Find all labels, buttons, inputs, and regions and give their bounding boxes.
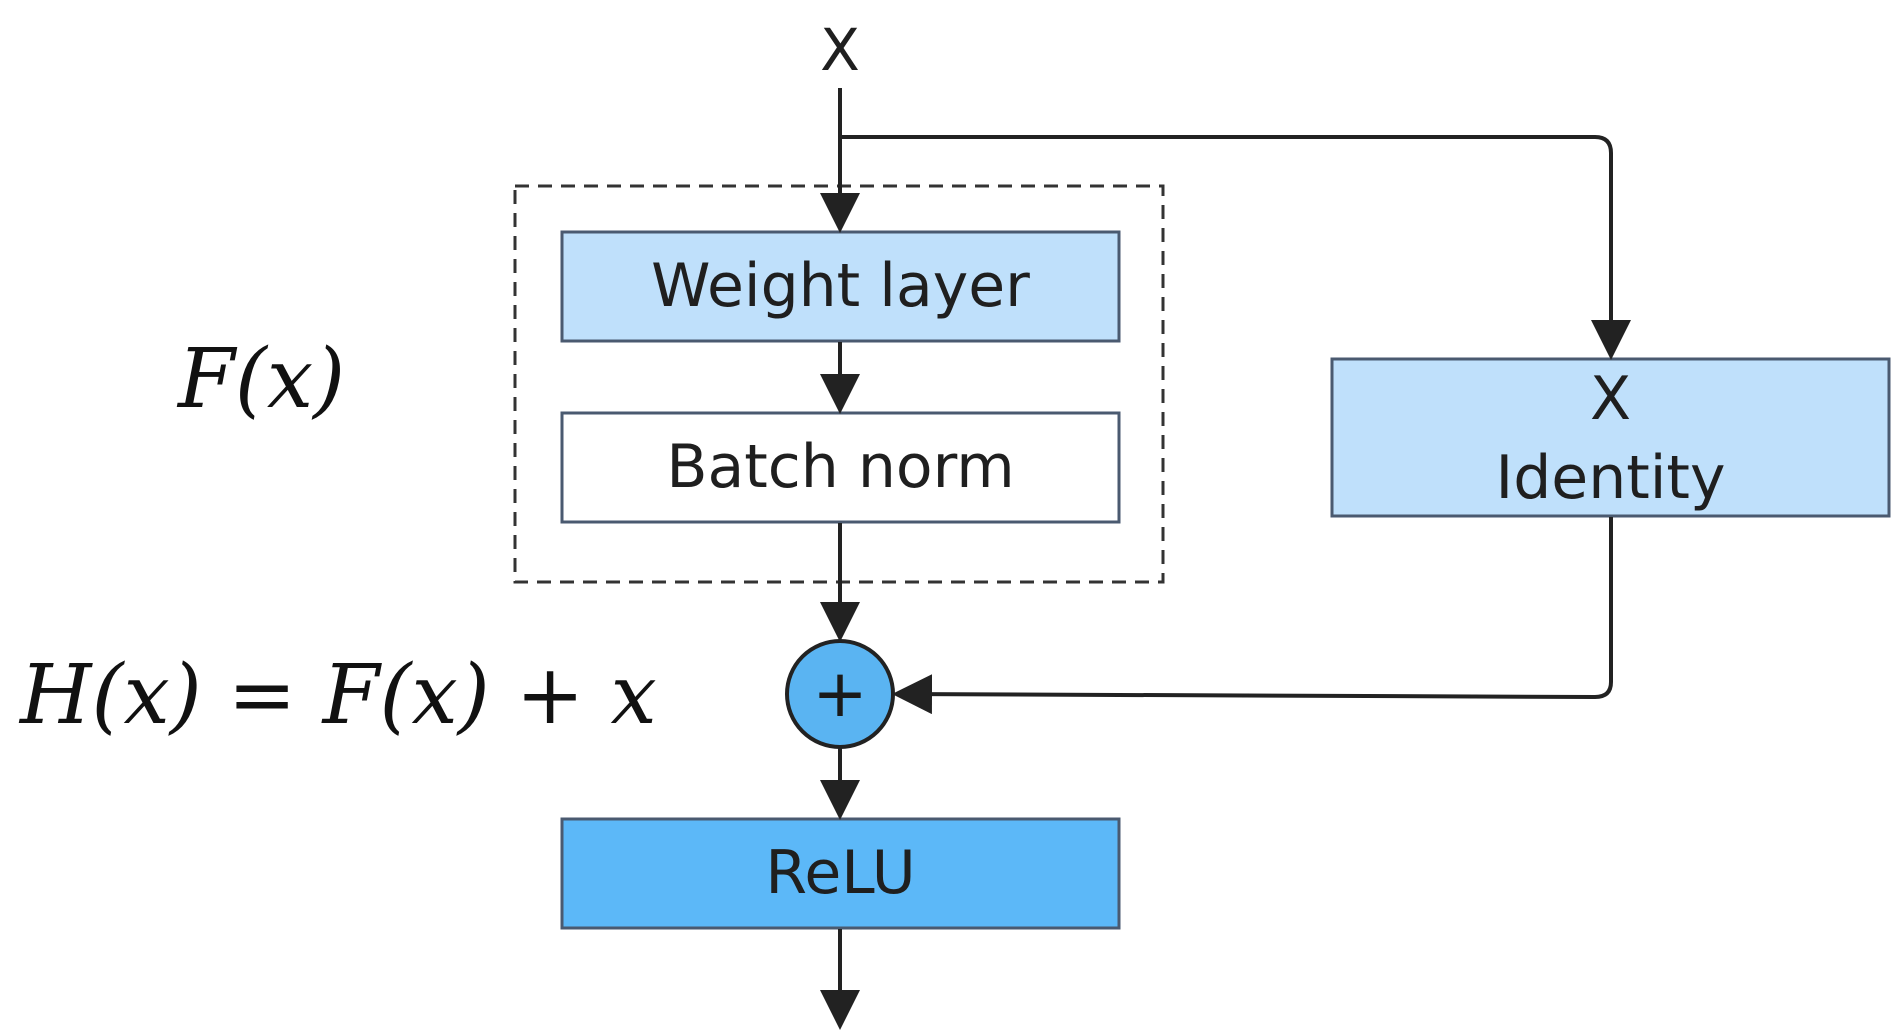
output-equation: H(x) = F(x) + x <box>20 648 657 743</box>
weight-layer-label: Weight layer <box>651 251 1030 321</box>
weight-layer-box <box>560 230 1121 343</box>
batch-norm-label: Batch norm <box>666 432 1015 502</box>
skip-connection-identity-to-add <box>892 517 1613 715</box>
batch-norm-box <box>560 411 1121 524</box>
identity-x-label: X <box>1589 363 1632 434</box>
relu-box <box>560 817 1121 930</box>
residual-function-label: F(x) <box>178 332 346 427</box>
addition-symbol: + <box>812 655 868 733</box>
input-x-label: X <box>820 15 860 84</box>
identity-label: Identity <box>1495 442 1726 513</box>
skip-connection-to-identity <box>840 135 1631 360</box>
relu-label: ReLU <box>765 838 916 908</box>
